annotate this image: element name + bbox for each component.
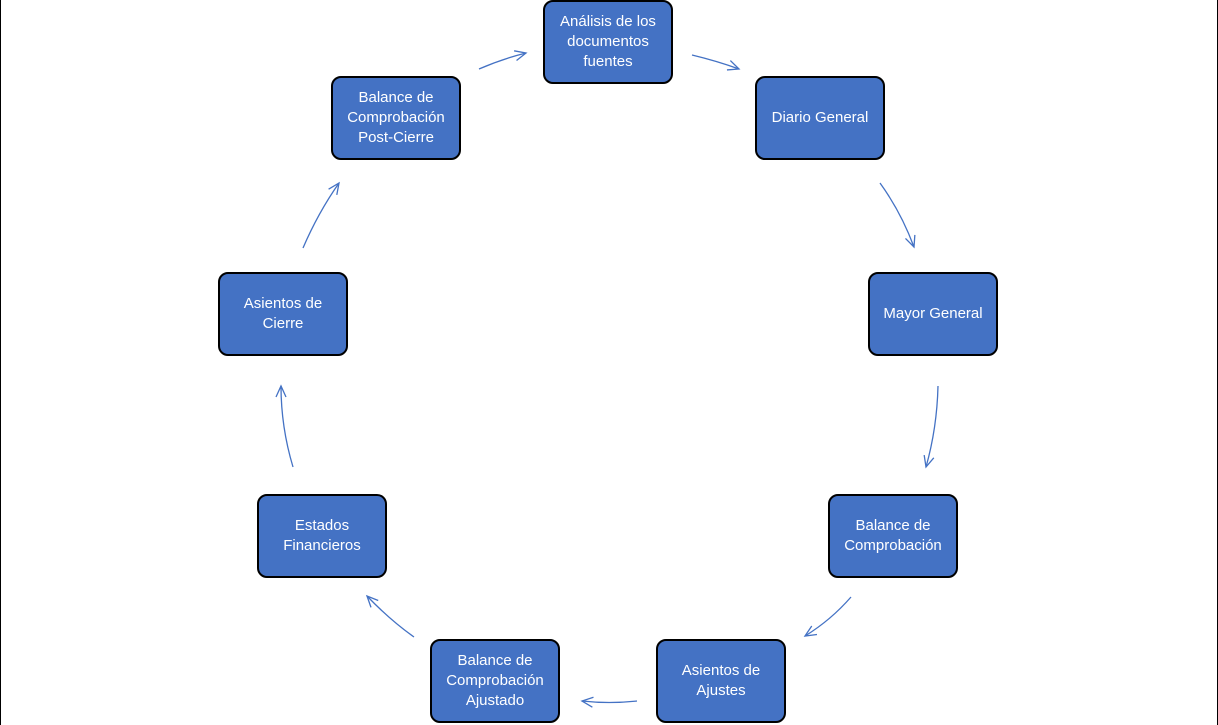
arrow-postcierre-to-analisis <box>478 50 528 70</box>
arrow-cierre-to-postcierre <box>302 181 340 249</box>
node-balance-comprobacion: Balance de Comprobación <box>828 494 958 578</box>
node-asientos-ajustes: Asientos de Ajustes <box>656 639 786 723</box>
node-balance-post-cierre: Balance de Comprobación Post-Cierre <box>331 76 461 160</box>
arrow-diario-to-mayor <box>879 182 916 249</box>
arrow-mayor-to-balance <box>923 385 939 469</box>
arrow-balance-to-ajustes <box>803 596 852 637</box>
node-analisis-documentos: Análisis de los documentos fuentes <box>543 0 673 84</box>
arrow-ajustes-to-ajustado <box>580 696 638 708</box>
node-mayor-general: Mayor General <box>868 272 998 356</box>
node-diario-general: Diario General <box>755 76 885 160</box>
arrow-analisis-to-diario <box>691 54 741 71</box>
arrow-estados-to-cierre <box>275 384 294 468</box>
node-balance-ajustado: Balance de Comprobación Ajustado <box>430 639 560 723</box>
arrow-ajustado-to-estados <box>365 594 415 638</box>
node-asientos-cierre: Asientos de Cierre <box>218 272 348 356</box>
node-estados-financieros: Estados Financieros <box>257 494 387 578</box>
